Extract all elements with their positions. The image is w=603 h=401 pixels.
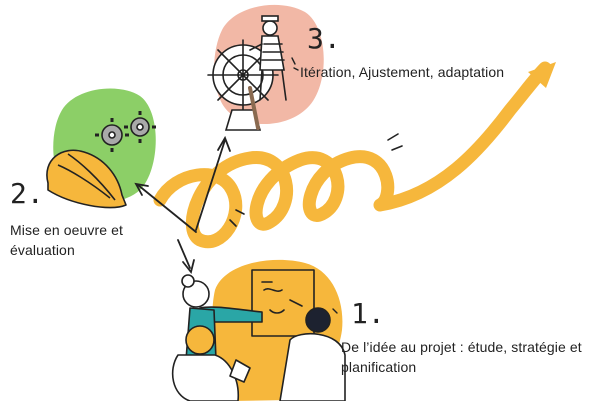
helmet-gears-icon	[46, 111, 156, 209]
growth-arrow-head	[528, 62, 556, 88]
step3-number: 3.	[307, 22, 341, 55]
team-planning-board-icon	[171, 269, 346, 401]
connector-arrows	[134, 135, 231, 274]
ship-wheel-sailor-icon	[207, 15, 287, 131]
growth-arrow	[153, 61, 552, 249]
step3-label: Itération, Ajustement, adaptation	[300, 64, 505, 80]
step2-label: Mise en oeuvre et évaluation	[10, 222, 123, 259]
step1-number: 1.	[351, 297, 385, 330]
step2-number: 2.	[10, 177, 44, 210]
step1-label: De l’idée au projet : étude, stratégie e…	[341, 339, 582, 376]
